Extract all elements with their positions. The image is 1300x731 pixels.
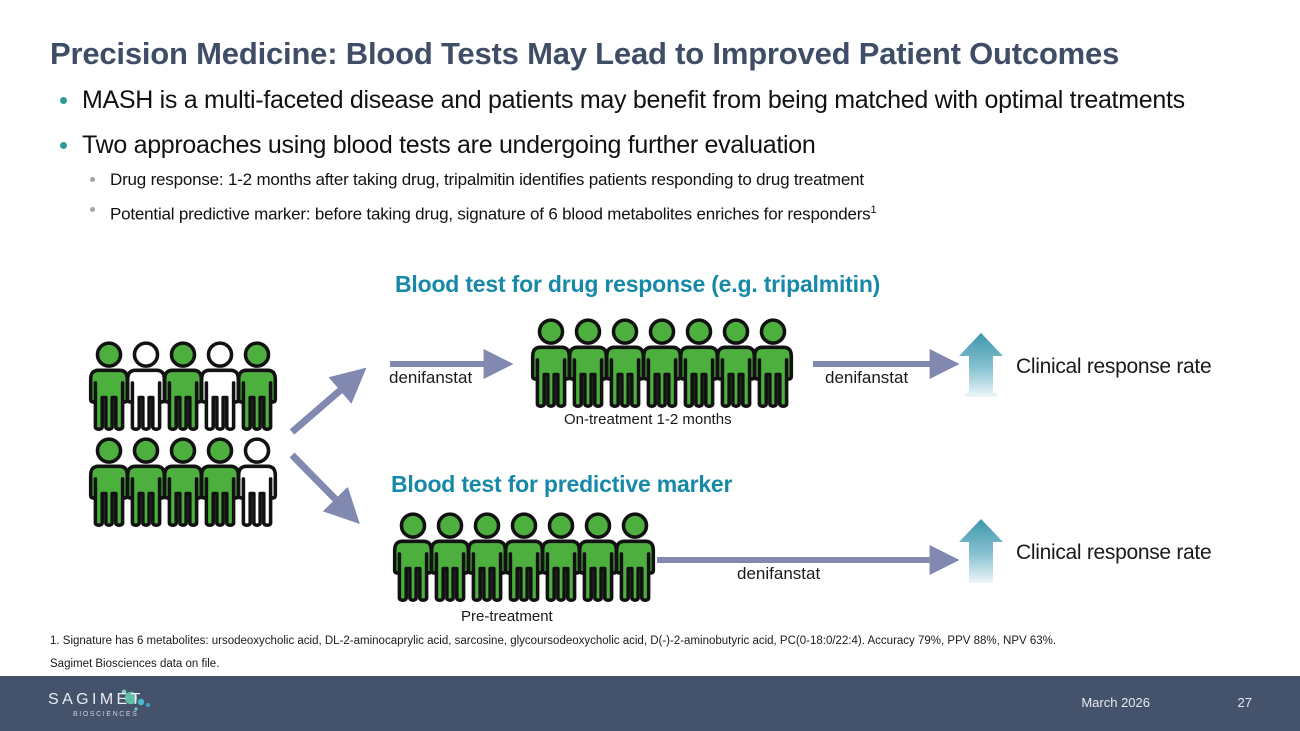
clinical-response-up-arrow-bottom [959, 519, 1003, 583]
person-figure [567, 318, 609, 408]
denifanstat-label-top-left: denifanstat [389, 368, 473, 387]
footnote-2: Sagimet Biosciences data on file. [50, 658, 220, 670]
bullet-item-1: MASH is a multi-faceted disease and pati… [50, 84, 1230, 117]
person-icon [540, 512, 582, 602]
up-arrow-shape-top [959, 333, 1003, 397]
pre-treatment-group-label: Pre-treatment [461, 608, 553, 625]
person-icon [162, 437, 204, 527]
person-icon [604, 318, 646, 408]
person-figure [88, 437, 130, 527]
person-icon [466, 512, 508, 602]
person-icon [567, 318, 609, 408]
footnote-1: 1. Signature has 6 metabolites: ursodeox… [50, 635, 1057, 647]
clinical-response-label-bottom: Clinical response rate [1016, 541, 1212, 564]
bullet-text: MASH is a multi-faceted disease and pati… [82, 86, 1185, 114]
person-figure [577, 512, 619, 602]
person-figure [199, 437, 241, 527]
denifanstat-label-bottom: denifanstat [737, 564, 821, 583]
person-icon [678, 318, 720, 408]
bullet-dot-icon [90, 177, 95, 182]
person-icon [199, 341, 241, 431]
diagram-heading-drug-response: Blood test for drug response (e.g. tripa… [395, 271, 881, 297]
diagram-heading-predictive-marker: Blood test for predictive marker [391, 471, 733, 497]
person-figure [752, 318, 794, 408]
person-icon [392, 512, 434, 602]
person-icon [88, 437, 130, 527]
person-icon [715, 318, 757, 408]
person-icon [236, 437, 278, 527]
person-icon [577, 512, 619, 602]
person-figure [614, 512, 656, 602]
person-icon [641, 318, 683, 408]
person-figure [604, 318, 646, 408]
logo-dots-icon [121, 689, 150, 711]
person-icon [429, 512, 471, 602]
person-figure [641, 318, 683, 408]
footnote-block: 1. Signature has 6 metabolites: ursodeox… [50, 630, 1250, 676]
person-figure [125, 341, 167, 431]
person-figure [236, 341, 278, 431]
person-figure [236, 437, 278, 527]
person-figure [199, 341, 241, 431]
on-treatment-people-row [530, 318, 794, 408]
person-icon [199, 437, 241, 527]
baseline-people-row-2 [88, 437, 278, 527]
logo-subtitle: BIOSCIENCES [73, 711, 139, 718]
logo-wordmark: SAGIMET [48, 691, 144, 708]
person-icon [125, 437, 167, 527]
pre-treatment-people-row [392, 512, 656, 602]
bullet-dot-icon [60, 142, 67, 149]
bullet-item-3: Drug response: 1-2 months after taking d… [50, 165, 1230, 195]
person-figure [540, 512, 582, 602]
person-figure [392, 512, 434, 602]
bullet-dot-icon [60, 97, 67, 104]
clinical-response-up-arrow-top [960, 333, 1002, 397]
person-figure [125, 437, 167, 527]
person-figure [429, 512, 471, 602]
page-title: Precision Medicine: Blood Tests May Lead… [50, 36, 1120, 71]
footer-bar [0, 676, 1300, 731]
person-icon [503, 512, 545, 602]
person-icon [88, 341, 130, 431]
person-figure [466, 512, 508, 602]
denifanstat-label-top-right: denifanstat [825, 368, 909, 387]
footer-date: March 2026 [1081, 695, 1150, 710]
person-figure [162, 437, 204, 527]
person-icon [236, 341, 278, 431]
bullet-text: Potential predictive marker: before taki… [110, 204, 871, 224]
person-icon [752, 318, 794, 408]
baseline-people-row-1 [88, 341, 278, 431]
clinical-response-label-top: Clinical response rate [1016, 355, 1212, 378]
person-icon [162, 341, 204, 431]
on-treatment-group-label: On-treatment 1-2 months [564, 411, 732, 428]
bullet-list: MASH is a multi-faceted disease and pati… [50, 84, 1230, 230]
bullet-text: Two approaches using blood tests are und… [82, 131, 816, 159]
branch-arrow-lower [289, 452, 360, 524]
person-icon [614, 512, 656, 602]
sagimet-logo: SAGIMET BIOSCIENCES [48, 687, 168, 725]
person-figure [162, 341, 204, 431]
bullet-text: Drug response: 1-2 months after taking d… [110, 170, 864, 189]
person-figure [88, 341, 130, 431]
person-figure [678, 318, 720, 408]
footnote-marker: 1 [870, 204, 877, 216]
branch-arrow-upper [289, 367, 367, 435]
bullet-item-2: Two approaches using blood tests are und… [50, 129, 1230, 162]
person-figure [715, 318, 757, 408]
bullet-dot-icon [90, 207, 95, 212]
footer-page-number: 27 [1237, 695, 1252, 710]
person-figure [530, 318, 572, 408]
bullet-item-4: Potential predictive marker: before taki… [50, 195, 1230, 230]
person-icon [530, 318, 572, 408]
person-figure [503, 512, 545, 602]
person-icon [125, 341, 167, 431]
